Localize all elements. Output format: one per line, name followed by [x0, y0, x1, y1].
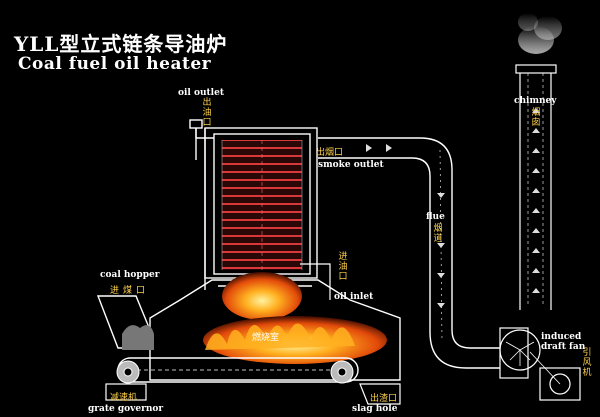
- coal-hopper-label-cn: 进煤口: [110, 286, 150, 296]
- grate-governor-label: grate governor: [88, 404, 164, 414]
- flue-label-cn: 烟道: [433, 224, 443, 244]
- oil-inlet-label-cn: 进油口: [338, 252, 348, 282]
- title-english: Coal fuel oil heater: [18, 54, 212, 74]
- induced-draft-fan-label-cn: 引风机: [582, 348, 592, 378]
- slag-hole: [359, 383, 401, 405]
- induced-draft-fan: [499, 327, 581, 401]
- oil-outlet-label: oil outlet: [178, 88, 224, 98]
- coal-pile: [122, 325, 154, 350]
- grate-sprocket-left: [116, 360, 140, 384]
- grate-governor-label-cn: 减速机: [110, 393, 138, 403]
- coil-frame: [221, 140, 303, 270]
- chimney-label-cn: 烟囱: [531, 108, 541, 128]
- flue-arrows: [366, 144, 445, 308]
- chimney-arrows: [532, 108, 540, 293]
- oil-inlet-label: oil inlet: [334, 292, 374, 302]
- chimney-label: chimney: [514, 96, 557, 106]
- slag-hole-label: slag hole: [352, 404, 398, 414]
- combustion-chamber-label-cn: 燃烧室: [252, 333, 280, 343]
- title-chinese: YLL型立式链条导油炉: [14, 32, 228, 56]
- oil-inlet-pipe: [300, 263, 331, 300]
- chimney-smoke: [518, 13, 562, 54]
- oil-outlet-pipe: [189, 119, 214, 160]
- flame-tongues: [205, 323, 355, 350]
- smoke-outlet-label: smoke outlet: [318, 160, 384, 170]
- grate-sprocket-right: [330, 360, 354, 384]
- chimney: [515, 64, 557, 310]
- slag-hole-label-cn: 出渣口: [370, 394, 398, 404]
- flue-duct: [318, 137, 500, 369]
- oil-outlet-label-cn: 出油口: [202, 98, 212, 128]
- smoke-outlet-label-cn: 出烟口: [316, 148, 344, 158]
- grate-governor: [105, 383, 147, 401]
- flue-label: flue: [426, 212, 445, 222]
- flame-upper: [222, 272, 302, 320]
- coal-hopper-label: coal hopper: [100, 270, 160, 280]
